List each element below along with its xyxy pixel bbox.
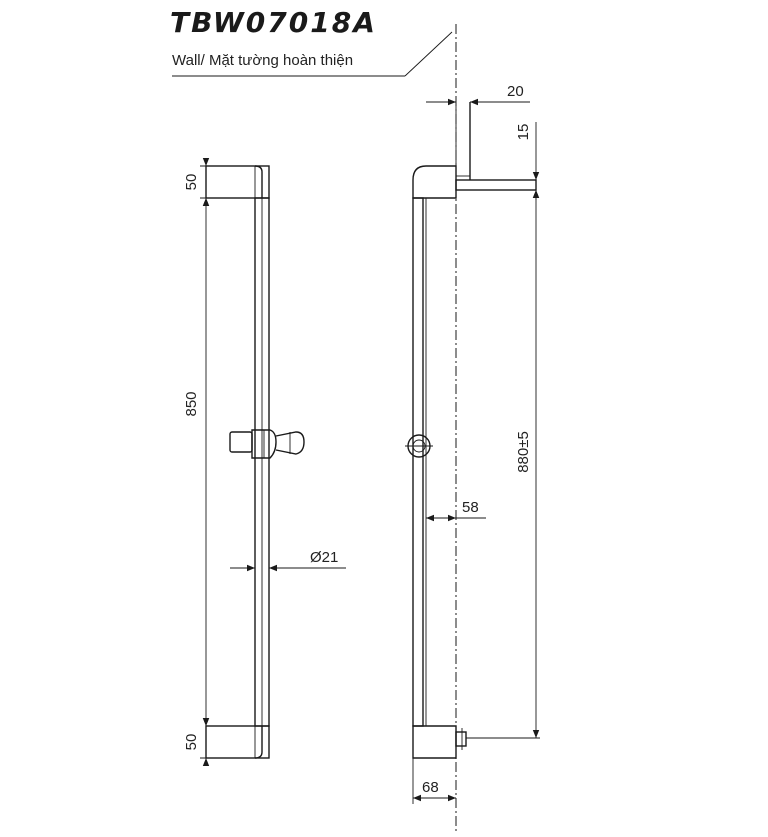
- dim-base-width-label: 68: [422, 779, 439, 796]
- wall-label: Wall/ Mặt tường hoàn thiện: [172, 52, 354, 69]
- side-view: 20 15 880±5 58 68: [405, 24, 540, 832]
- dim-bracket-offset: 15: [515, 122, 540, 200]
- side-bar: [412, 197, 427, 727]
- dim-diameter: Ø21: [230, 549, 346, 572]
- dim-bottom-cap-label: 50: [183, 734, 200, 751]
- dim-bar-length: 850: [183, 198, 210, 726]
- dim-bracket-offset-label: 15: [515, 124, 532, 141]
- dim-bracket-depth-label: 20: [507, 83, 524, 100]
- front-bar: [205, 165, 270, 759]
- front-slider: [229, 429, 305, 459]
- dim-diameter-label: Ø21: [310, 549, 338, 566]
- model-title: TBW07018A: [170, 6, 377, 39]
- dim-bar-offset-label: 58: [462, 499, 479, 516]
- side-top-bracket: [412, 102, 537, 199]
- dim-top-cap: 50: [183, 158, 220, 206]
- dim-bottom-cap: 50: [183, 718, 220, 766]
- dim-center-distance: 880±5: [515, 190, 540, 738]
- dim-bar-offset: 58: [426, 499, 486, 522]
- dim-center-distance-label: 880±5: [515, 431, 532, 473]
- dim-top-cap-label: 50: [183, 174, 200, 191]
- front-view: 50 850 50 Ø21: [183, 158, 346, 766]
- dim-base-width: 68: [412, 758, 456, 804]
- side-slider-knob: [405, 434, 433, 458]
- side-bottom-bracket: [412, 725, 540, 759]
- dim-bar-length-label: 850: [183, 391, 200, 416]
- dim-bracket-depth: 20: [426, 83, 530, 106]
- wall-leader: [172, 31, 453, 77]
